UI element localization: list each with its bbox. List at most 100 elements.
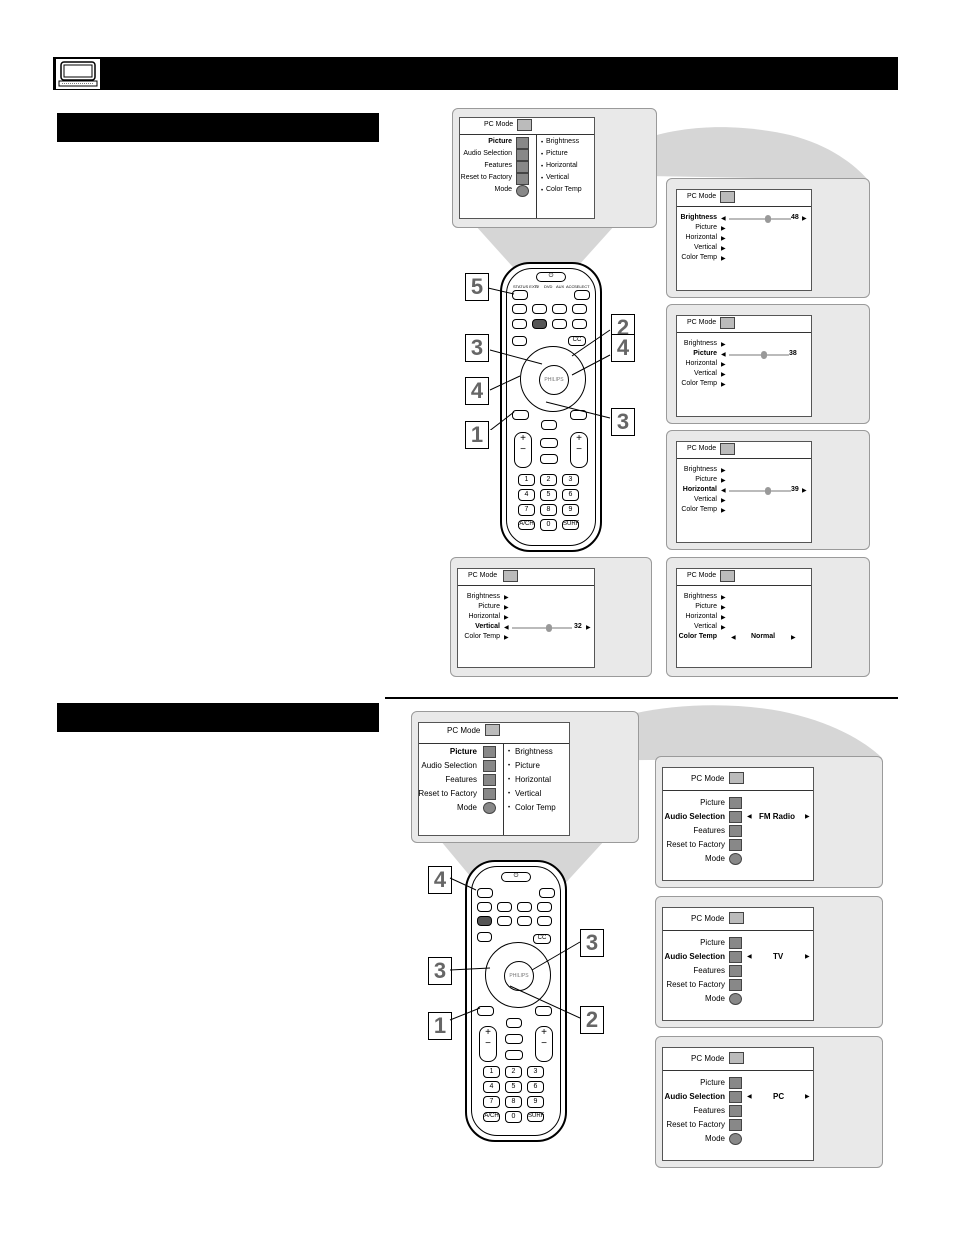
remote-control-bottom: ⏻ CC PHILIPS +− +− 1 2 3 4 5 6 7 8 9 A/C… [465,860,567,1142]
dpad-center[interactable]: PHILIPS [539,365,569,395]
format-button[interactable] [477,932,492,942]
picture-button[interactable] [540,454,558,464]
power-button[interactable]: ⏻ [536,272,566,282]
reset-icon [729,839,742,851]
step-number: 4 [465,377,489,405]
item-horizontal[interactable]: Horizontal [682,486,717,493]
channel-rocker[interactable]: +− [535,1026,553,1062]
step-number: 3 [428,957,452,985]
format-button[interactable] [512,336,527,346]
status-exit-button[interactable] [512,290,528,300]
osd-panel-brightness: PC Mode Brightness Picture Horizontal Ve… [666,178,870,298]
mode-icon [729,853,742,865]
callout-lines-top [487,287,611,430]
osd-title: PC Mode [484,121,514,128]
osd-panel-picture: PC Mode Brightness Picture Horizontal Ve… [666,304,870,424]
osd-panel-vertical: PC Mode Brightness Picture Horizontal Ve… [450,557,652,677]
mode-icon [516,185,529,197]
step-number: 2 [580,1006,604,1034]
step-number: 1 [428,1012,452,1040]
ach-button[interactable]: A/CH [518,520,535,530]
status-exit-button[interactable] [477,888,493,898]
menu-button[interactable] [512,410,529,420]
picture-icon [483,746,496,758]
ok-button[interactable] [535,1006,552,1016]
reset-icon [516,173,529,185]
mode-icon [729,993,742,1005]
item-brightness[interactable]: Brightness [680,214,717,221]
surf-button[interactable]: SURF [527,1112,544,1122]
picture-icon [729,1077,742,1089]
osd-screen: PC Mode Picture Audio Selection Features… [459,117,595,219]
vertical-value: 32 [574,623,582,630]
step-number: 3 [611,408,635,436]
submenu-horizontal[interactable]: Horizontal [546,162,578,169]
osd-panel-audio-pc: PC Mode Picture Audio Selection Features… [655,1036,883,1168]
select-button[interactable] [539,888,555,898]
osd-panel-audio-tv: PC Mode Picture Audio Selection Features… [655,896,883,1028]
menu-item-features[interactable]: Features [484,162,512,169]
horizontal-value: 39 [791,486,799,493]
item-picture[interactable]: Picture [693,350,717,357]
submenu-vertical[interactable]: Vertical [546,174,569,181]
menu-item-mode[interactable]: Mode [494,186,512,193]
remote-control-top: ⏻ STATUS EXIT TV DVD AUX ACC SELECT CC P… [500,262,602,552]
pc-mode-icon [517,119,532,131]
mode-icon [483,802,496,814]
pc-mode-icon [503,570,518,582]
cc-button[interactable]: CC [568,336,586,346]
reset-icon [483,788,496,800]
step-number: 3 [580,929,604,957]
audio-fm-value: FM Radio [759,812,795,821]
submenu-colortemp[interactable]: Color Temp [546,186,582,193]
osd-panel-main-top: PC Mode Picture Audio Selection Features… [452,108,657,228]
audio-icon [516,149,529,161]
cc-button[interactable]: CC [533,934,551,944]
picture-button[interactable] [505,1050,523,1060]
menu-item-audio[interactable]: Audio Selection [463,150,512,157]
audio-pc-value: PC [773,1092,785,1101]
audio-icon [483,760,496,772]
menu-item-picture[interactable]: Picture [488,138,512,145]
pc-mode-icon [720,443,735,455]
reset-icon [729,979,742,991]
audio-icon [729,951,742,963]
pc-mode-icon [729,772,744,784]
pc-mode-icon [729,1052,744,1064]
surf-button[interactable]: SURF [562,520,579,530]
section-bar-picture [57,113,379,142]
ach-button[interactable]: A/CH [483,1112,500,1122]
item-colortemp[interactable]: Color Temp [678,633,717,640]
pc-mode-icon [485,724,500,736]
picture-icon [729,797,742,809]
step-number: 3 [465,334,489,362]
menu-button[interactable] [477,1006,494,1016]
mode-icon [729,1133,742,1145]
audio-tv-value: TV [773,952,784,961]
item-vertical[interactable]: Vertical [475,623,500,630]
sound-button[interactable] [540,438,558,448]
osd-panel-colortemp: PC Mode Brightness Picture Horizontal Ve… [666,557,870,677]
pc-mode-icon [720,570,735,582]
mute-button[interactable] [506,1018,522,1028]
pc-mode-icon [720,191,735,203]
osd-panel-horizontal: PC Mode Brightness Picture Horizontal Ve… [666,430,870,550]
volume-rocker[interactable]: +− [514,432,532,468]
channel-rocker[interactable]: +− [570,432,588,468]
step-number: 1 [465,421,489,449]
power-button[interactable]: ⏻ [501,872,531,882]
reset-icon [729,1119,742,1131]
submenu-picture[interactable]: Picture [546,150,568,157]
zoom-swoosh-top [590,127,868,180]
menu-item-reset[interactable]: Reset to Factory [460,174,512,181]
step-number: 5 [465,273,489,301]
sound-button[interactable] [505,1034,523,1044]
picture-icon [516,137,529,149]
features-icon [729,825,742,837]
volume-rocker[interactable]: +− [479,1026,497,1062]
pc-mode-icon [729,912,744,924]
dpad-top[interactable]: PHILIPS [520,346,586,412]
mute-button[interactable] [541,420,557,430]
select-button[interactable] [574,290,590,300]
submenu-brightness[interactable]: Brightness [546,138,580,145]
